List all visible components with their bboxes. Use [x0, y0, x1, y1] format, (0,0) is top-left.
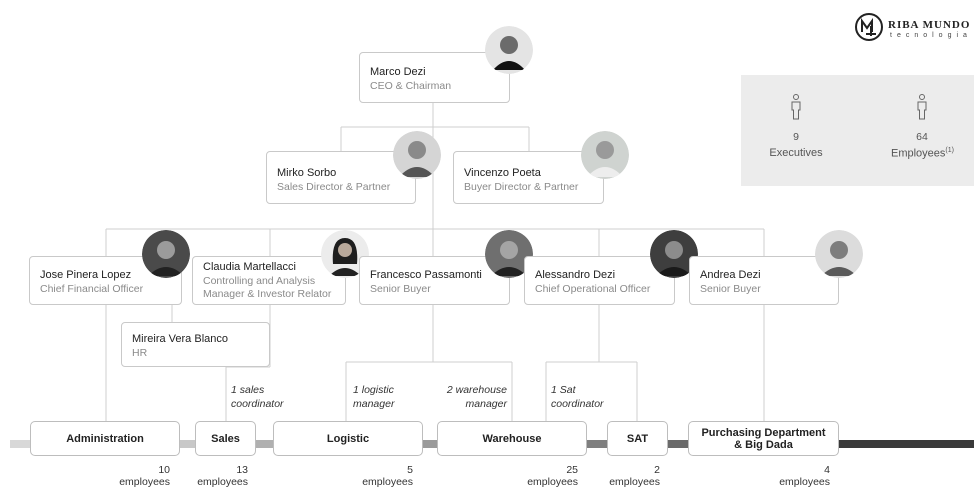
dept-count-logistic: 5 employees — [343, 464, 413, 488]
org-box-andrea: Andrea Dezi Senior Buyer — [689, 256, 839, 305]
dept-count-purchasing: 4 employees — [760, 464, 830, 488]
person-role: Senior Buyer — [370, 283, 431, 295]
person-name: Alessandro Dezi — [535, 269, 616, 281]
person-icon — [917, 94, 927, 120]
avatar — [485, 26, 533, 74]
count-value: 2 — [654, 464, 660, 476]
count-value: 4 — [824, 464, 830, 476]
person-name: Vincenzo Poeta — [464, 167, 541, 179]
avatar — [650, 230, 698, 278]
org-box-ceo: Marco Dezi CEO & Chairman — [359, 52, 510, 103]
employees-label-text: Employees — [891, 147, 946, 160]
note-line: 1 sales — [231, 384, 265, 396]
dept-logistic: Logistic — [273, 421, 423, 456]
executives-count: 9 — [793, 131, 799, 143]
logo-brand: RIBA MUNDO — [888, 19, 971, 31]
count-value: 5 — [407, 464, 413, 476]
org-box-mirko: Mirko Sorbo Sales Director & Partner — [266, 151, 416, 204]
dept-label-line: & Big Dada — [734, 438, 793, 451]
avatar — [485, 230, 533, 278]
person-role: Senior Buyer — [700, 283, 761, 295]
person-role: Chief Operational Officer — [535, 283, 651, 295]
dept-count-sat: 2 employees — [590, 464, 660, 488]
person-role: HR — [132, 347, 148, 359]
person-name: Marco Dezi — [370, 66, 426, 78]
logo-subtitle: tecnologia — [890, 32, 972, 39]
note-sales: 1 sales coordinator — [231, 383, 284, 411]
person-name: Jose Pinera Lopez — [40, 269, 132, 281]
avatar — [815, 230, 863, 278]
person-name: Andrea Dezi — [700, 269, 761, 281]
count-unit: employees — [119, 476, 170, 488]
company-logo — [855, 13, 883, 41]
person-name: Claudia Martellacci — [203, 261, 296, 273]
person-role: Sales Director & Partner — [277, 181, 391, 193]
note-line: coordinator — [551, 398, 604, 410]
count-unit: employees — [779, 476, 830, 488]
org-box-francesco: Francesco Passamonti Senior Buyer — [359, 256, 510, 305]
count-unit: employees — [197, 476, 248, 488]
person-name: Francesco Passamonti — [370, 269, 482, 281]
note-line: 2 warehouse — [446, 384, 507, 396]
employees-count: 64 — [916, 131, 928, 143]
dept-count-administration: 10 employees — [100, 464, 170, 488]
note-sat: 1 Sat coordinator — [551, 383, 604, 411]
person-name: Mirko Sorbo — [277, 167, 337, 179]
org-box-mireira: Mireira Vera Blanco HR — [121, 322, 270, 367]
avatar — [142, 230, 190, 278]
person-role: Controlling and Analysis — [203, 275, 316, 287]
person-name: Mireira Vera Blanco — [132, 333, 228, 345]
executives-label: Executives — [769, 147, 823, 159]
count-unit: employees — [362, 476, 413, 488]
note-line: 1 logistic — [353, 384, 394, 396]
person-role: Manager & Investor Relator — [203, 288, 332, 300]
note-line: 1 Sat — [551, 384, 576, 396]
dept-sales: Sales — [195, 421, 256, 456]
org-box-claudia: Claudia Martellacci Controlling and Anal… — [192, 256, 346, 305]
person-role: Chief Financial Officer — [40, 283, 144, 295]
employees-footnote: (1) — [945, 147, 954, 154]
person-role: CEO & Chairman — [370, 80, 452, 92]
person-icon — [791, 94, 801, 120]
dept-label-line: Purchasing Department — [701, 426, 826, 439]
count-value: 25 — [566, 464, 578, 476]
dept-purchasing: Purchasing Department & Big Dada — [688, 421, 839, 456]
org-box-alessandro: Alessandro Dezi Chief Operational Office… — [524, 256, 675, 305]
count-unit: employees — [609, 476, 660, 488]
dept-warehouse: Warehouse — [437, 421, 587, 456]
dept-administration: Administration — [30, 421, 180, 456]
count-value: 13 — [236, 464, 248, 476]
avatar — [393, 131, 441, 179]
org-box-jose: Jose Pinera Lopez Chief Financial Office… — [29, 256, 182, 305]
person-role: Buyer Director & Partner — [464, 181, 579, 193]
employees-label: Employees(1) — [885, 147, 960, 160]
note-logistic: 1 logistic manager — [353, 383, 394, 411]
summary-panel: 9 Executives 64 Employees(1) — [741, 75, 974, 186]
note-line: manager — [353, 398, 395, 410]
dept-sat: SAT — [607, 421, 668, 456]
note-warehouse: 2 warehouse manager — [438, 383, 507, 411]
count-unit: employees — [527, 476, 578, 488]
avatar — [321, 230, 369, 278]
note-line: coordinator — [231, 398, 284, 410]
note-line: manager — [465, 398, 507, 410]
avatar — [581, 131, 629, 179]
count-value: 10 — [158, 464, 170, 476]
dept-count-warehouse: 25 employees — [508, 464, 578, 488]
dept-count-sales: 13 employees — [180, 464, 248, 488]
